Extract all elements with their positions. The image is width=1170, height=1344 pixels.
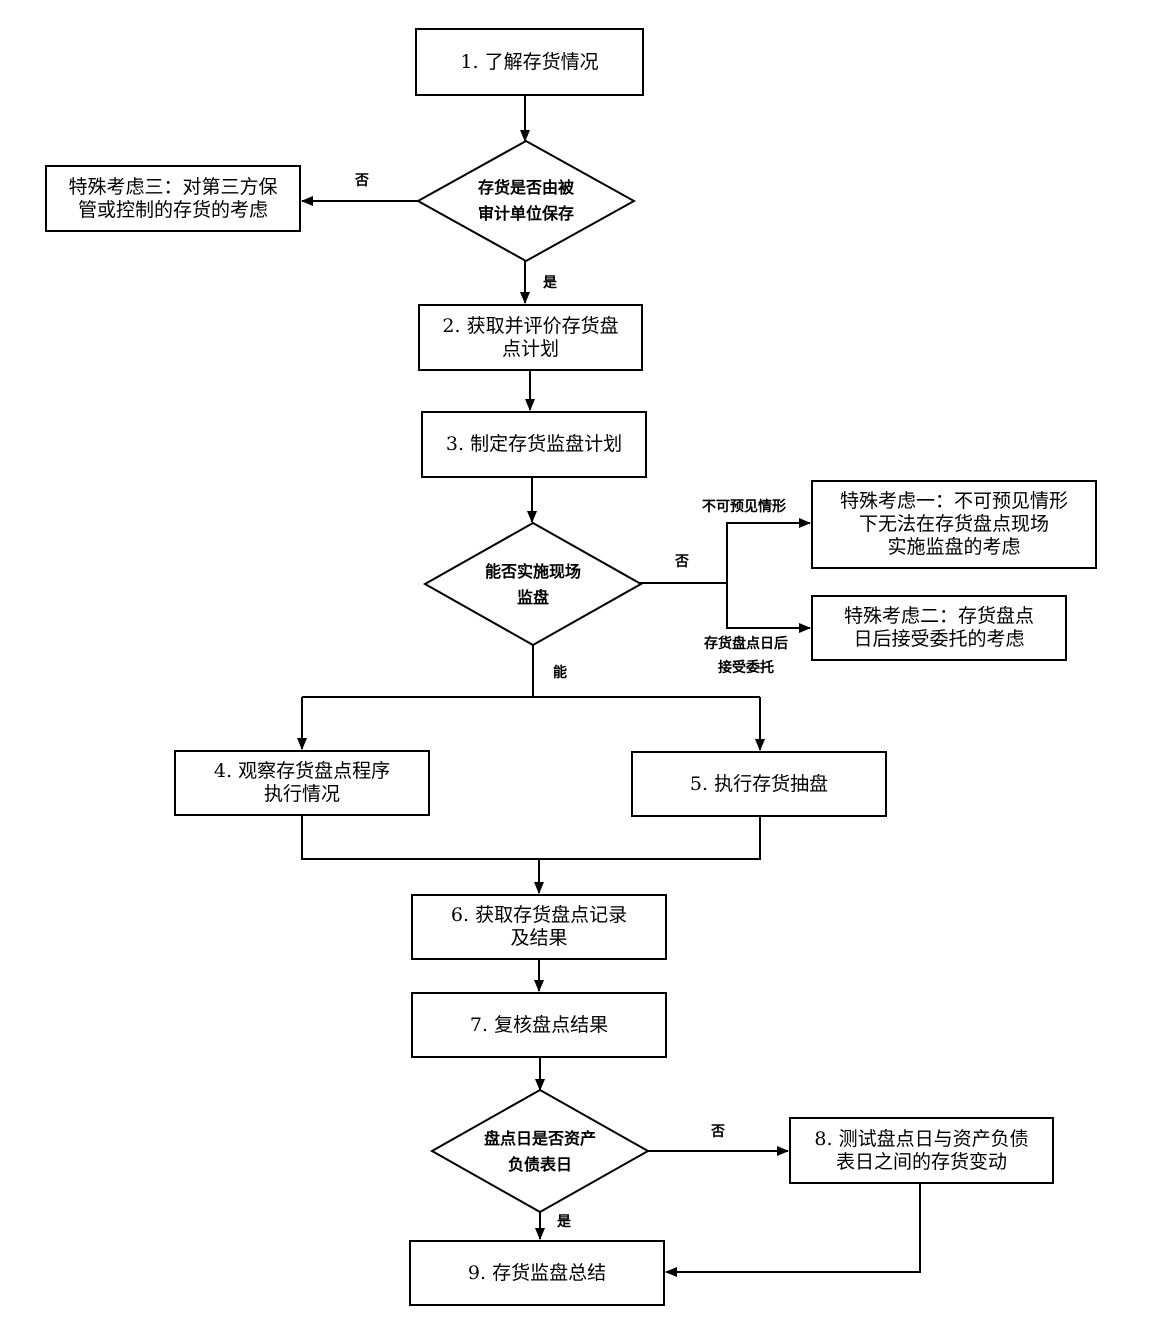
- decision-onsite-label: 能否实施现场 监盘: [484, 562, 581, 607]
- step5-box: 5. 执行存货抽盘: [631, 751, 887, 817]
- step7-box: 7. 复核盘点结果: [411, 992, 667, 1058]
- decision-held-shape: [415, 139, 637, 263]
- special2-box: 特殊考虑二：存货盘点 日后接受委托的考虑: [811, 595, 1067, 661]
- special3-box: 特殊考虑三：对第三方保 管或控制的存货的考虑: [45, 165, 301, 232]
- step6-box: 6. 获取存货盘点记录 及结果: [411, 894, 667, 960]
- edge-label-onsite-yes: 能: [553, 665, 567, 681]
- edge-label-held-no: 否: [355, 173, 369, 189]
- special1-box: 特殊考虑一：不可预见情形 下无法在存货盘点现场 实施监盘的考虑: [811, 480, 1097, 569]
- decision-held-label: 存货是否由被 审计单位保存: [477, 178, 574, 223]
- edge-label-date-yes: 是: [557, 1214, 571, 1230]
- edge-label-after-date: 存货盘点日后 接受委托: [704, 636, 788, 676]
- decision-onsite-shape: [422, 521, 644, 647]
- edge-onsite-no-trunk: [640, 518, 811, 584]
- edge-label-onsite-no: 否: [675, 554, 689, 570]
- step4-box: 4. 观察存货盘点程序 执行情况: [174, 750, 430, 816]
- edge-step8-to-step9: [665, 1182, 921, 1277]
- decision-date-label: 盘点日是否资产 负债表日: [483, 1129, 596, 1174]
- edge-label-date-no: 否: [711, 1124, 725, 1140]
- step3-box: 3. 制定存货监盘计划: [421, 411, 647, 478]
- step2-box: 2. 获取并评价存货盘 点计划: [418, 304, 643, 371]
- edge-label-held-yes: 是: [543, 275, 557, 291]
- edge-label-unforeseen: 不可预见情形: [702, 499, 786, 515]
- decision-date-shape: [429, 1088, 651, 1214]
- step9-box: 9. 存货监盘总结: [409, 1240, 665, 1306]
- edge-onsite-no-branch: [726, 583, 811, 633]
- step8-box: 8. 测试盘点日与资产负债 表日之间的存货变动: [789, 1117, 1054, 1184]
- step1-box: 1. 了解存货情况: [415, 28, 644, 96]
- edge-merge-4-5: [301, 814, 761, 860]
